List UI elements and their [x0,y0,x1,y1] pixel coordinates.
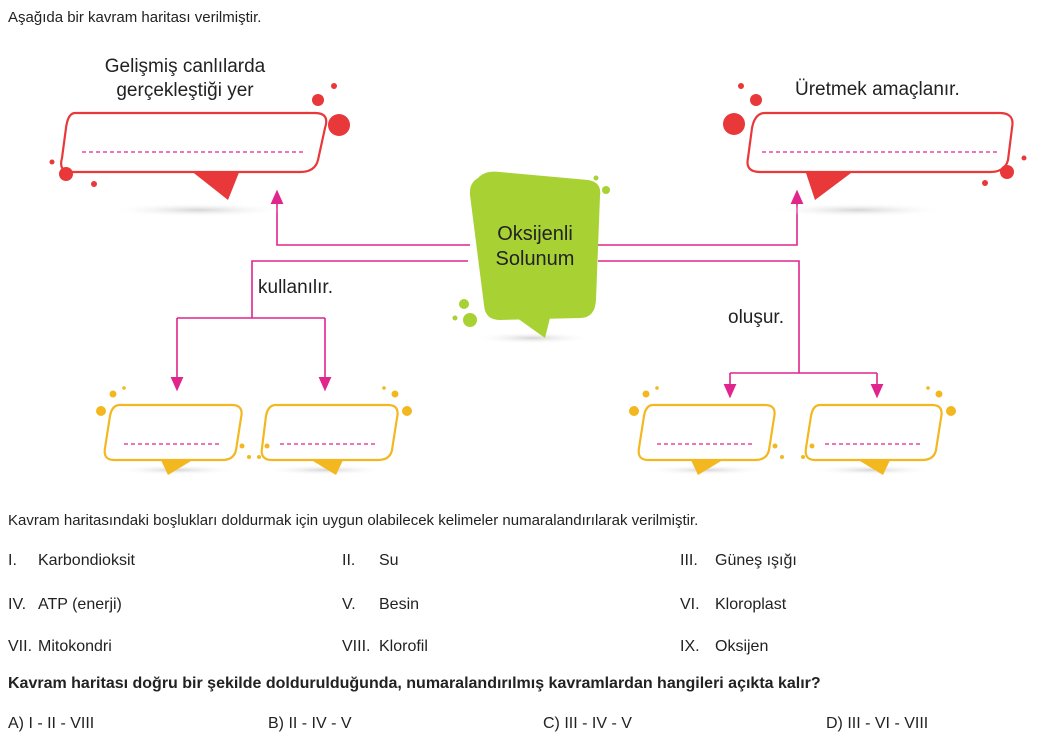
top-left-label-line2: gerçekleştiği yer [116,80,254,101]
option-4: IV. ATP (enerji) [8,596,122,614]
intro-text: Aşağıda bir kavram haritası verilmiştir. [8,9,262,26]
answer-b[interactable]: B) II - IV - V [268,715,352,732]
option-text: Besin [379,596,420,613]
option-number: V. [342,596,356,613]
option-number: VIII. [342,638,371,655]
left-branch-label: kullanılır. [258,277,333,298]
bottom-left-answer-box-1 [96,386,251,475]
center-line1: Oksijenli [497,223,573,245]
concept-map [49,83,1027,475]
option-text: Su [379,552,399,569]
option-7: VII. Mitokondri [8,638,112,656]
option-8: VIII. Klorofil [342,638,428,656]
option-number: III. [680,552,698,569]
right-branch-label: oluşur. [728,307,784,328]
center-concept-box [452,171,610,344]
option-number: I. [8,552,17,569]
top-right-label: Üretmek amaçlanır. [795,79,960,100]
answer-d[interactable]: D) III - VI - VIII [826,715,929,732]
left-branch-line [251,260,468,318]
option-number: IX. [680,638,700,655]
option-text: Karbondioksit [38,552,135,569]
top-left-answer-box [49,83,350,217]
center-concept-label: Oksijenli Solunum [480,222,590,272]
right-branch-line [598,260,800,373]
arrow-to-top-left [270,189,470,246]
option-number: VII. [8,638,33,655]
option-text: Güneş ışığı [715,552,797,569]
option-text: Oksijen [715,638,769,655]
option-text: Mitokondri [38,638,112,655]
answer-c[interactable]: C) III - IV - V [543,715,632,732]
bottom-right-answer-box-2 [801,386,956,475]
instruction-text: Kavram haritasındaki boşlukları doldurma… [8,512,699,529]
arrow-to-top-right [598,189,804,246]
top-right-answer-box [723,83,1027,217]
option-6: VI. Kloroplast [680,596,786,614]
answer-a[interactable]: A) I - II - VIII [8,715,95,732]
option-number: IV. [8,596,27,613]
bottom-left-answer-box-2 [257,386,412,475]
option-5: V. Besin [342,596,419,614]
option-number: VI. [680,596,700,613]
option-2: II. Su [342,552,399,570]
option-text: Klorofil [379,638,428,655]
question-text: Kavram haritası doğru bir şekilde doldur… [8,675,821,692]
bottom-right-answer-box-1 [629,386,784,475]
top-left-label: Gelişmiş canlılarda gerçekleştiği yer [60,55,310,103]
top-left-label-line1: Gelişmiş canlılarda [104,56,266,77]
option-text: Kloroplast [715,596,787,613]
option-1: I. Karbondioksit [8,552,135,570]
option-number: II. [342,552,356,569]
option-9: IX. Oksijen [680,638,768,656]
option-text: ATP (enerji) [38,596,122,613]
center-line2: Solunum [495,248,575,270]
option-3: III. Güneş ışığı [680,552,797,570]
